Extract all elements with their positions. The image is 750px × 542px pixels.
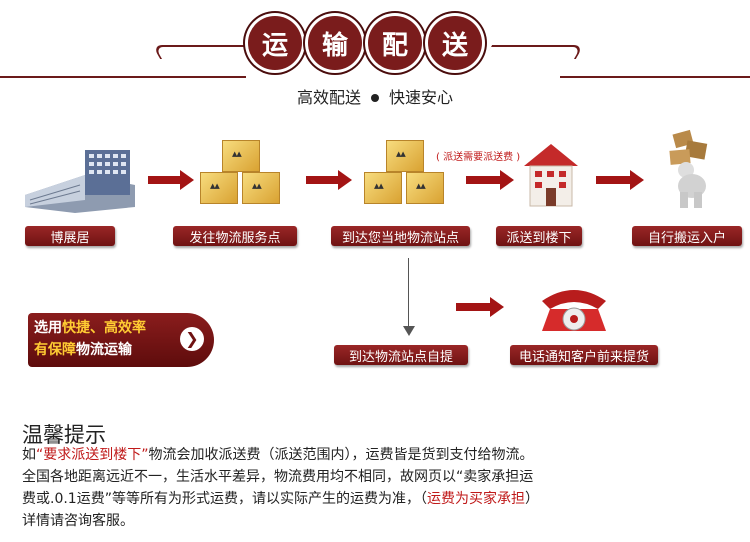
step-label-deliver-downstairs: 派送到楼下 bbox=[496, 226, 582, 246]
package-icon bbox=[406, 172, 444, 204]
telephone-icon bbox=[542, 290, 606, 331]
promo-line1-highlight: 快捷、高效率 bbox=[62, 320, 146, 336]
package-icon bbox=[386, 140, 424, 172]
title-char-3: 配 bbox=[368, 16, 422, 70]
title-char-1: 运 bbox=[248, 16, 302, 70]
header-line-left bbox=[0, 76, 246, 78]
package-icon bbox=[364, 172, 402, 204]
tips-p1-post: 物流会加收派送费（派送范围内），运费皆是货到支付给物流。 bbox=[148, 447, 534, 463]
tips-line-1: 如“要求派送到楼下”物流会加收派送费（派送范围内），运费皆是货到支付给物流。 bbox=[22, 444, 722, 466]
tips-p3-pre: 费或.0.1运费”等等所有为形式运费，请以实际产生的运费为准，（ bbox=[22, 491, 427, 507]
arrow-right-icon bbox=[466, 170, 514, 190]
delivery-fee-note: ( 派送需要派送费 ) bbox=[436, 152, 521, 163]
tips-p3-post: ） bbox=[524, 491, 539, 507]
branch-line bbox=[408, 258, 409, 328]
bullet-dot-icon bbox=[371, 93, 379, 102]
person-carrying-boxes-icon bbox=[669, 129, 708, 208]
title-char-4: 送 bbox=[428, 16, 482, 70]
arrow-down-icon bbox=[403, 326, 415, 336]
promo-line-2: 有保障物流运输 bbox=[34, 339, 214, 361]
tips-line-2: 全国各地距离远近不一，生活水平差异，物流费用均不相同，故网页以“卖家承担运 bbox=[22, 469, 534, 485]
tips-title: 温馨提示 bbox=[22, 423, 106, 447]
promo-banner: 选用快捷、高效率 有保障物流运输 ❯ bbox=[28, 313, 214, 367]
tips-line-4: 详情请咨询客服。 bbox=[22, 513, 134, 529]
alt-label-phone-notify: 电话通知客户前来提货 bbox=[510, 345, 658, 365]
promo-line2-highlight: 有保障 bbox=[34, 342, 76, 358]
promo-line1-prefix: 选用 bbox=[34, 320, 62, 336]
package-icon bbox=[200, 172, 238, 204]
chevron-right-icon: ❯ bbox=[180, 327, 204, 351]
tips-p3-red: 运费为买家承担 bbox=[426, 491, 525, 507]
header-ornament-right bbox=[483, 45, 585, 59]
tips-p1-pre: 如 bbox=[22, 447, 36, 463]
subtitle: 高效配送 快速安心 bbox=[260, 84, 490, 108]
tips-p1-quote: “要求派送到楼下” bbox=[36, 447, 149, 463]
tips-line-3: 费或.0.1运费”等等所有为形式运费，请以实际产生的运费为准，（运费为买家承担） bbox=[22, 488, 722, 510]
house-icon bbox=[524, 144, 578, 207]
step-label-origin: 博展居 bbox=[25, 226, 115, 246]
package-icon bbox=[242, 172, 280, 204]
arrow-right-icon bbox=[148, 170, 194, 190]
header-ornament-left bbox=[151, 45, 253, 59]
warehouse-icon bbox=[25, 150, 135, 213]
header-line-right bbox=[560, 76, 750, 78]
subtitle-right: 快速安心 bbox=[389, 88, 454, 107]
step-label-carry-indoors: 自行搬运入户 bbox=[632, 226, 742, 246]
step-label-arrive-local-station: 到达您当地物流站点 bbox=[331, 226, 470, 246]
arrow-right-icon bbox=[596, 170, 644, 190]
package-icon bbox=[222, 140, 260, 172]
title-char-2: 输 bbox=[308, 16, 362, 70]
arrow-right-icon bbox=[456, 297, 504, 317]
arrow-right-icon bbox=[306, 170, 352, 190]
promo-line-1: 选用快捷、高效率 bbox=[34, 317, 214, 339]
promo-line2-suffix: 物流运输 bbox=[76, 342, 132, 358]
subtitle-left: 高效配送 bbox=[296, 88, 361, 107]
step-label-ship-to-service-point: 发往物流服务点 bbox=[173, 226, 297, 246]
tips-body: 如“要求派送到楼下”物流会加收派送费（派送范围内），运费皆是货到支付给物流。 全… bbox=[22, 444, 722, 532]
alt-label-self-pickup: 到达物流站点自提 bbox=[334, 345, 468, 365]
